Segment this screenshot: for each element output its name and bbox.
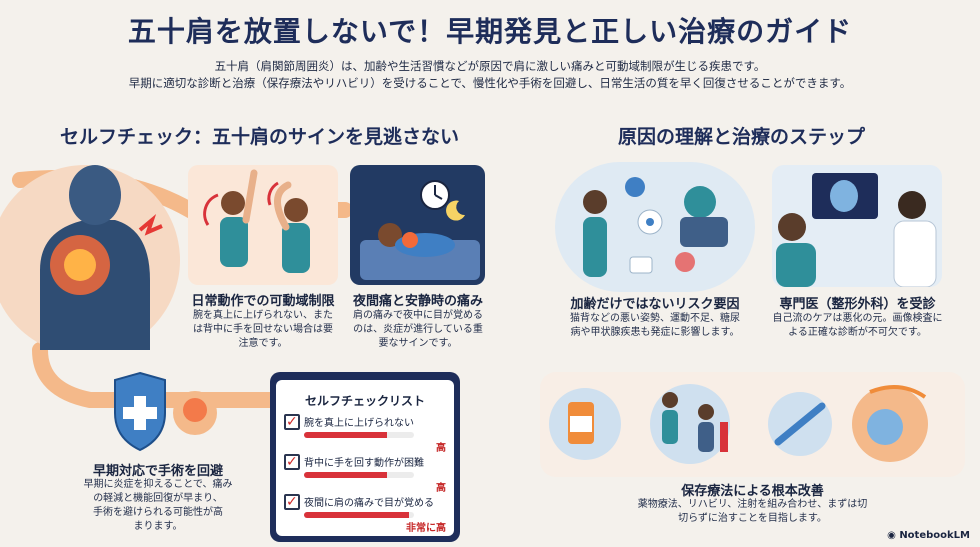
early-title: 早期対応で手術を回避 xyxy=(92,464,223,479)
checklist-title: セルフチェックリスト xyxy=(304,394,425,408)
range-body-3: 注意です。 xyxy=(238,338,288,349)
severity-level: 高 xyxy=(436,483,446,494)
notebooklm-logo-icon: ◉ xyxy=(887,530,900,541)
night-body: 肩の痛みで夜中に目が覚める のは、炎症が進行している重 要なサインです。 xyxy=(338,309,498,351)
early-body: 早期に炎症を抑えることで、痛み の軽減と機能回復が早まり、 手術を避けられる可能… xyxy=(68,478,248,534)
risk-body-2: 病や甲状腺疾患も発症に影響します。 xyxy=(570,327,740,338)
range-of-motion-image xyxy=(188,165,338,285)
checklist-item: ✓ 夜間に肩の痛みで目が覚める非常に高 xyxy=(284,494,446,534)
treat-body-2: 切らずに治すことを目指します。 xyxy=(678,513,827,524)
intro-text: 五十肩（肩関節周囲炎）は、加齢や生活習慣などが原因で肩に激しい痛みと可動域制限が… xyxy=(40,58,940,92)
thyroid-icon xyxy=(675,252,695,272)
intro-line-1: 五十肩（肩関節周囲炎）は、加齢や生活習慣などが原因で肩に激しい痛みと可動域制限が… xyxy=(214,59,766,73)
checkbox-icon: ✓ xyxy=(284,414,300,430)
checklist-item-label: 背中に手を回す動作が困難 xyxy=(304,458,424,469)
risk-title: 加齢だけではないリスク要因 xyxy=(570,297,740,312)
treat-body-1: 薬物療法、リハビリ、注射を組み合わせ、まずは切 xyxy=(637,499,868,510)
night-title: 夜間痛と安静時の痛み xyxy=(352,294,483,309)
early-body-4: まります。 xyxy=(133,521,183,532)
severity-bar xyxy=(304,512,414,518)
range-title: 日常動作での可動域制限 xyxy=(191,294,335,309)
treat-title: 保存療法による根本改善 xyxy=(681,484,824,499)
shoulder-pain-illustration xyxy=(0,150,190,355)
range-body-2: は背中に手を回せない場合は要 xyxy=(193,324,333,335)
checklist-clipboard: セルフチェックリスト ✓腕を真上に上げられない高✓背中に手を回す動作が困難高✓夜… xyxy=(270,372,460,542)
checkbox-icon: ✓ xyxy=(284,454,300,470)
intro-line-2: 早期に適切な診断と治療（保存療法やリハビリ）を受けることで、慢性化や手術を回避し… xyxy=(128,76,852,90)
check-mark-icon: ✓ xyxy=(286,414,298,430)
left-section-heading: セルフチェック：五十肩のサインを見逃さない xyxy=(60,126,460,148)
checkbox-icon: ✓ xyxy=(284,494,300,510)
syringe-icon xyxy=(774,402,826,446)
doctor-body-1: 自己流のケアは悪化の元。画像検査に xyxy=(772,313,943,324)
brand-mark: ◉ NotebookLM xyxy=(887,530,970,541)
check-mark-icon: ✓ xyxy=(286,454,298,470)
severity-bar xyxy=(304,472,414,478)
page-title: 五十肩を放置しないで！早期発見と正しい治療のガイド xyxy=(127,15,853,48)
check-mark-icon: ✓ xyxy=(286,494,298,510)
early-body-3: 手術を避けられる可能性が高 xyxy=(93,507,223,518)
doctor-consult-image xyxy=(772,165,942,288)
brand-label: NotebookLM xyxy=(899,530,970,541)
night-body-3: 要なサインです。 xyxy=(378,338,458,349)
doctor-body-2: よる正確な診断が不可欠です。 xyxy=(788,327,927,338)
early-body-1: 早期に炎症を抑えることで、痛み xyxy=(83,479,233,490)
checklist-item: ✓ 腕を真上に上げられない高 xyxy=(284,414,446,454)
severity-level: 非常に高 xyxy=(406,523,446,534)
range-body: 腕を真上に上げられない、また は背中に手を回せない場合は要 注意です。 xyxy=(178,309,348,351)
severity-level: 高 xyxy=(436,443,446,454)
checklist-item: ✓ 背中に手を回す動作が困難高 xyxy=(284,454,446,494)
risk-body-1: 猫背などの悪い姿勢、運動不足、糖尿 xyxy=(570,313,740,324)
range-body-1: 腕を真上に上げられない、また xyxy=(193,310,333,321)
treat-body: 薬物療法、リハビリ、注射を組み合わせ、まずは切 切らずに治すことを目指します。 xyxy=(560,498,945,526)
early-body-2: の軽減と機能回復が早まり、 xyxy=(93,493,223,504)
doctor-body: 自己流のケアは悪化の元。画像検査に よる正確な診断が不可欠です。 xyxy=(760,312,955,340)
severity-bar xyxy=(304,432,414,438)
checklist-item-label: 夜間に肩の痛みで目が覚める xyxy=(304,498,434,509)
right-section-heading: 原因の理解と治療のステップ xyxy=(618,126,866,148)
night-body-1: 肩の痛みで夜中に目が覚める xyxy=(353,310,483,321)
shield-illustration xyxy=(110,368,220,458)
treatment-image xyxy=(540,372,965,477)
risk-body: 猫背などの悪い姿勢、運動不足、糖尿 病や甲状腺疾患も発症に影響します。 xyxy=(545,312,765,340)
water-drop-icon xyxy=(625,177,645,197)
doctor-title: 専門医（整形外科）を受診 xyxy=(779,297,936,312)
night-body-2: のは、炎症が進行している重 xyxy=(353,324,483,335)
checklist-item-label: 腕を真上に上げられない xyxy=(304,418,414,429)
risk-factors-image xyxy=(555,162,755,292)
night-pain-image xyxy=(350,165,485,285)
